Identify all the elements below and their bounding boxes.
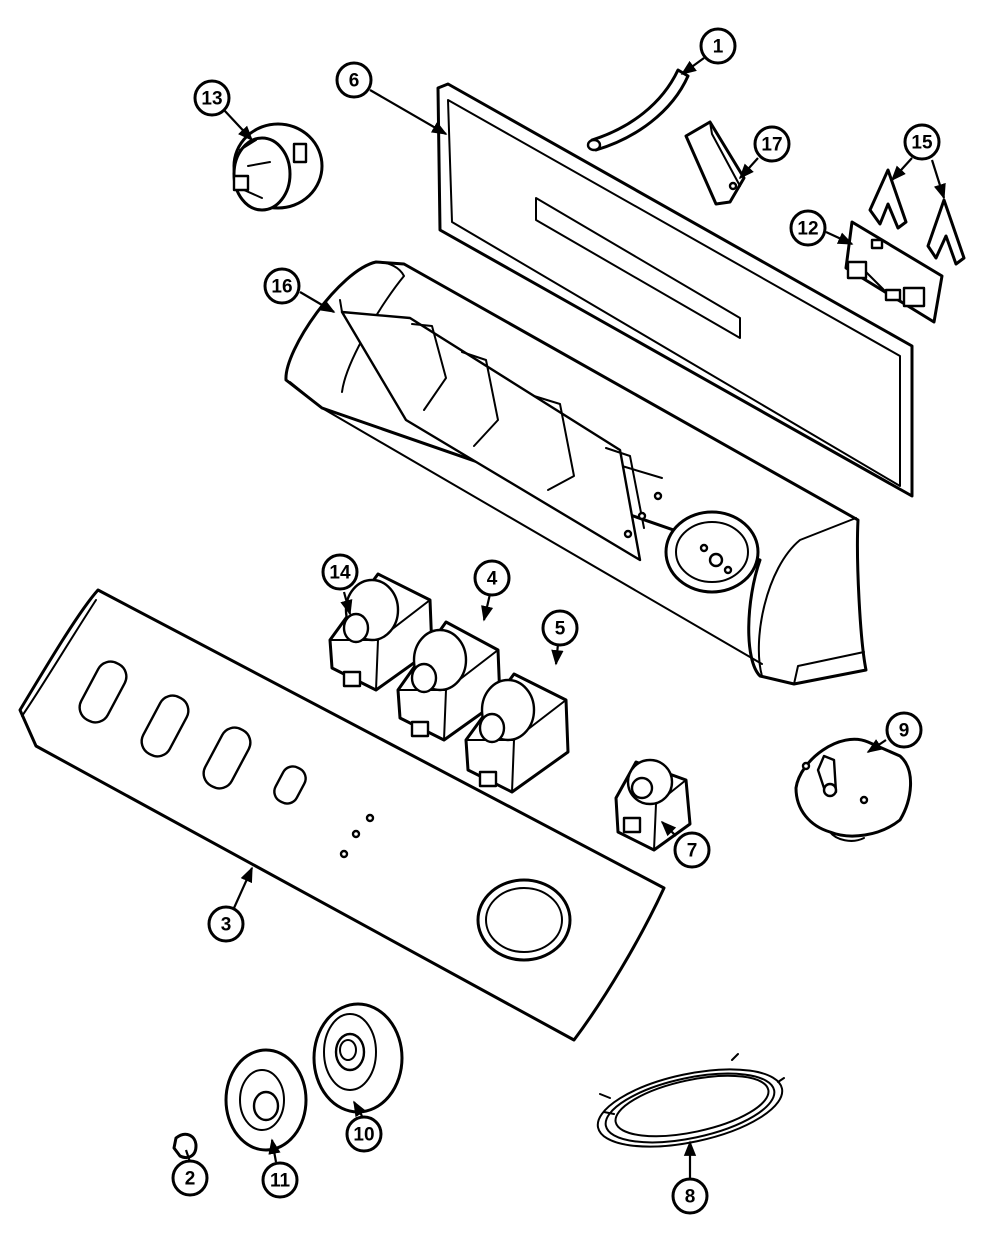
part-1-tube <box>586 68 690 152</box>
callout-label: 13 <box>201 89 222 110</box>
callout-10: 10 <box>345 1115 383 1153</box>
callout-label: 9 <box>899 721 910 742</box>
callout-8: 8 <box>671 1177 709 1215</box>
part-6-backsplash-panel <box>436 82 914 498</box>
callout-label: 17 <box>761 135 782 156</box>
callout-1: 1 <box>699 27 737 65</box>
callout-4: 4 <box>473 559 511 597</box>
callout-11: 11 <box>261 1161 299 1199</box>
callout-label: 3 <box>221 915 232 936</box>
callout-label: 8 <box>685 1187 696 1208</box>
callout-16: 16 <box>263 267 301 305</box>
callout-label: 16 <box>271 277 292 298</box>
callout-label: 5 <box>555 619 566 640</box>
part-8-wire-harness <box>596 1053 785 1148</box>
callout-9: 9 <box>885 711 923 749</box>
part-16-console <box>284 260 868 686</box>
part-13-timer <box>232 122 324 212</box>
part-7-switch <box>614 758 692 852</box>
callout-12: 12 <box>789 209 827 247</box>
callout-label: 10 <box>353 1125 374 1146</box>
callout-label: 11 <box>270 1171 291 1192</box>
part-2-cap <box>172 1132 198 1160</box>
callout-label: 14 <box>329 563 351 584</box>
part-10-knob <box>312 1002 404 1114</box>
callout-label: 1 <box>713 37 724 58</box>
callout-label: 4 <box>487 569 498 590</box>
part-9-selector <box>794 737 913 842</box>
callout-17: 17 <box>753 125 791 163</box>
part-12-circuit-board <box>844 220 944 324</box>
callout-14: 14 <box>321 553 359 591</box>
leader-lines <box>184 57 946 1178</box>
callout-15: 15 <box>903 123 941 161</box>
callout-5: 5 <box>541 609 579 647</box>
part-3-front-panel <box>18 588 666 1042</box>
part-11-knob <box>224 1048 308 1152</box>
callout-7: 7 <box>673 831 711 869</box>
part-15-supports <box>868 168 966 266</box>
callout-label: 15 <box>911 133 933 154</box>
callout-3: 3 <box>207 905 245 943</box>
callout-label: 2 <box>185 1169 196 1190</box>
part-14-switch <box>328 572 434 692</box>
callout-label: 6 <box>349 71 360 92</box>
callout-13: 13 <box>193 79 231 117</box>
callout-2: 2 <box>171 1159 209 1197</box>
callout-label: 12 <box>797 219 818 240</box>
callout-label: 7 <box>687 841 698 862</box>
part-17-bracket <box>684 120 746 206</box>
part-5-switch <box>464 672 570 794</box>
callout-6: 6 <box>335 61 373 99</box>
